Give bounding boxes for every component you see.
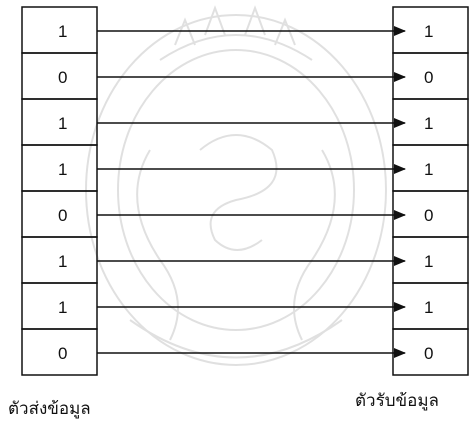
sender-bit-value: 1 — [58, 160, 67, 179]
receiver-bit-value: 1 — [424, 298, 433, 317]
sender-bit-value: 1 — [58, 252, 67, 271]
receiver-bit-value: 0 — [424, 68, 433, 87]
receiver-bit-value: 1 — [424, 22, 433, 41]
receiver-bit-column: 1 0 1 1 0 1 1 0 — [393, 7, 468, 375]
receiver-bit-value: 0 — [424, 206, 433, 225]
receiver-bit-value: 1 — [424, 160, 433, 179]
receiver-bit-value: 1 — [424, 252, 433, 271]
receiver-bit-value: 1 — [424, 114, 433, 133]
sender-bit-value: 1 — [58, 22, 67, 41]
receiver-bit-value: 0 — [424, 344, 433, 363]
receiver-label: ตัวรับข้อมูล — [355, 387, 439, 414]
sender-bit-column: 1 0 1 1 0 1 1 0 — [22, 7, 97, 375]
sender-bit-value: 0 — [58, 68, 67, 87]
transmission-arrows — [97, 31, 405, 353]
sender-bit-value: 1 — [58, 114, 67, 133]
sender-bit-value: 1 — [58, 298, 67, 317]
sender-bit-value: 0 — [58, 206, 67, 225]
watermark-seal — [86, 8, 386, 365]
sender-label: ตัวส่งข้อมูล — [8, 395, 91, 422]
sender-bit-value: 0 — [58, 344, 67, 363]
